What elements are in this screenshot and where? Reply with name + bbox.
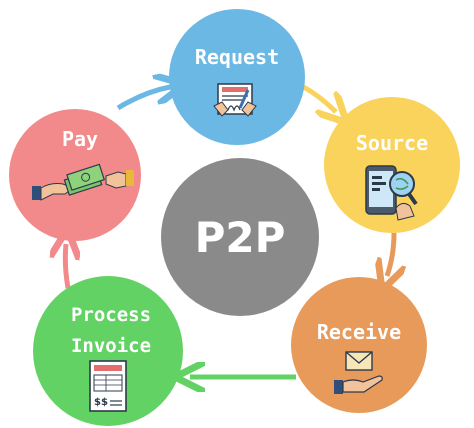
step-source: Source [324,97,460,233]
step-receive: Receive [291,277,427,413]
arrow-pay-to-request [116,87,170,111]
envelope-hand-icon [334,351,383,394]
request-circle [169,9,305,145]
receive-circle [291,277,427,413]
document-signing-icon [213,83,257,117]
arrow-source-to-receive [387,232,394,276]
cash-payment-icon [32,163,134,201]
phone-search-icon [365,165,418,221]
invoice-icon: $$ [89,360,127,412]
process-label-line2: Invoice [71,335,151,357]
step-request: Request [169,9,305,145]
receive-label: Receive [317,320,401,344]
arrow-process-to-pay [65,244,68,289]
svg-text:$$: $$ [94,397,108,408]
center-circle [161,158,319,316]
pay-label: Pay [62,127,98,151]
arrow-request-to-source [300,83,336,112]
step-pay: Pay [9,109,141,241]
step-process-invoice: Process Invoice $$ [33,276,183,426]
source-label: Source [356,131,428,155]
request-label: Request [195,45,279,69]
center-label: P2P [195,213,286,262]
process-label-line1: Process [71,304,151,326]
process-invoice-circle [33,276,183,426]
source-circle [324,97,460,233]
